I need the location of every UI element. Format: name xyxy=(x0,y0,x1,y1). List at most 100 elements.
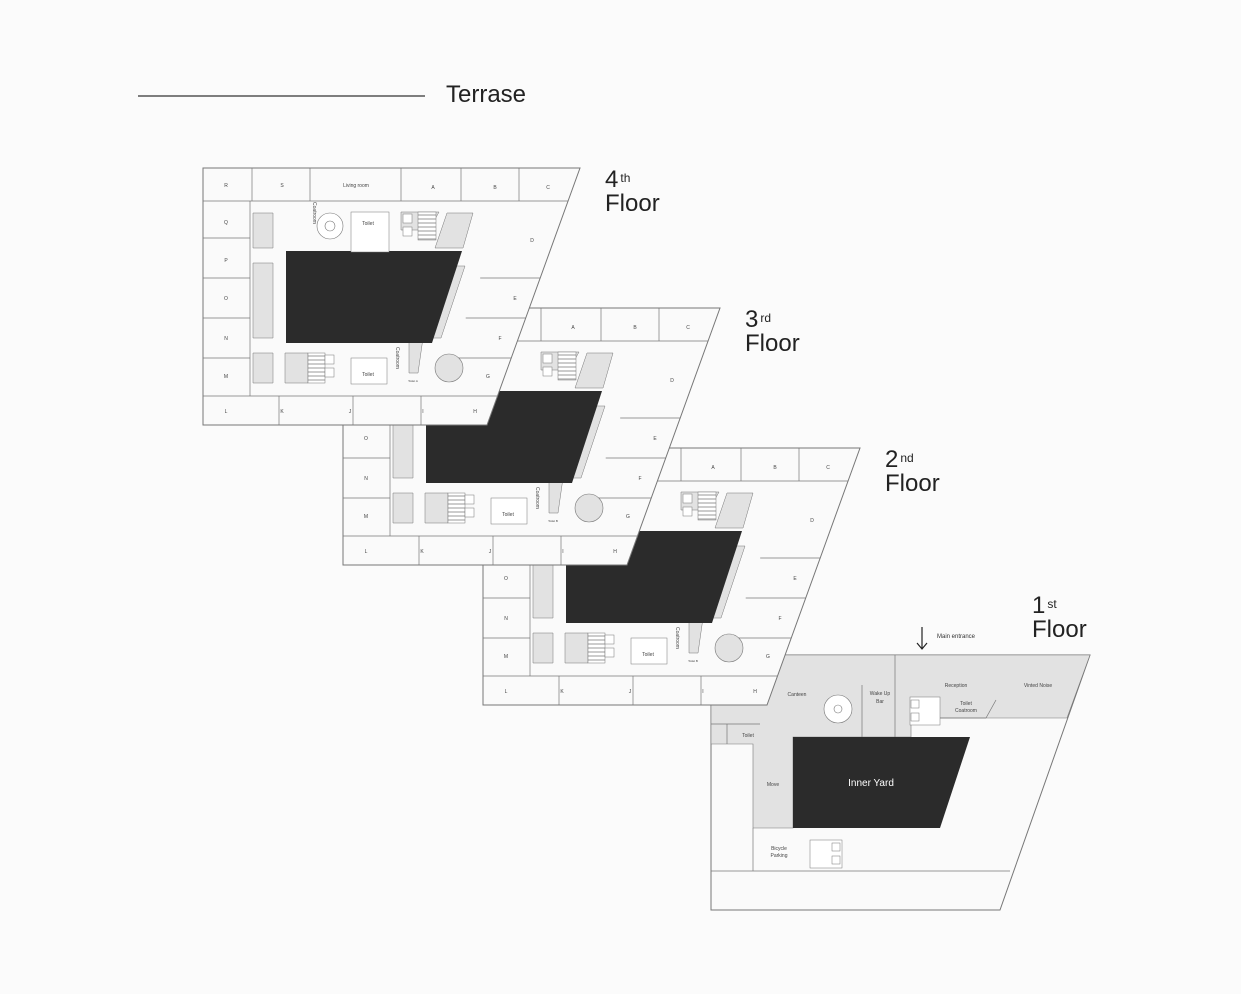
room-label-a: A xyxy=(431,185,435,191)
furniture-block xyxy=(252,352,274,384)
furniture-block xyxy=(714,492,754,529)
vinted-noise-label: Vinted Noise xyxy=(1024,683,1052,689)
room-label-f: F xyxy=(498,336,501,342)
room-label-e: E xyxy=(793,576,797,582)
room-label-i: I xyxy=(702,689,703,695)
elevator-icon xyxy=(831,842,841,852)
room-label-b: B xyxy=(633,325,637,331)
stairs xyxy=(697,491,717,521)
room-label-m: M xyxy=(224,374,228,380)
elevator-icon xyxy=(831,855,841,865)
elevator-icon xyxy=(682,493,693,504)
stairs xyxy=(557,351,577,381)
room-label-b: B xyxy=(773,465,777,471)
round-table xyxy=(434,353,464,383)
elevator-icon xyxy=(910,699,920,709)
bicycle-parking-label: Bicycle xyxy=(771,846,787,852)
wall xyxy=(985,699,997,719)
room-label-f: F xyxy=(778,616,781,622)
spiral-core xyxy=(324,220,336,232)
room-label-e: E xyxy=(653,436,657,442)
room-label-j: J xyxy=(349,409,352,415)
toilet-room xyxy=(630,637,668,665)
elevator-icon xyxy=(604,634,615,645)
room-label-k: K xyxy=(420,549,424,555)
room-label-d: D xyxy=(670,378,674,384)
room-label-q: Q xyxy=(224,220,228,226)
toilet-label: Toilet xyxy=(502,512,514,518)
canteen-label: Canteen xyxy=(788,692,807,698)
toilet-coatroom-label: Coatroom xyxy=(955,708,977,714)
toilet-coatroom-label: Toilet xyxy=(960,701,972,707)
elevator-icon xyxy=(324,354,335,365)
toilet-label: Toilet xyxy=(362,372,374,378)
room-label-living-room: Living room xyxy=(343,183,369,189)
room-label-o: O xyxy=(504,576,508,582)
room-label-p: P xyxy=(224,258,228,264)
elevator-icon xyxy=(464,494,475,505)
furniture-block xyxy=(574,352,614,389)
room-label-l: L xyxy=(365,549,368,555)
room-label-m: M xyxy=(504,654,508,660)
round-table xyxy=(574,493,604,523)
room-label-a: A xyxy=(571,325,575,331)
room-label-a: A xyxy=(711,465,715,471)
room-label-f: F xyxy=(638,476,641,482)
room-label-i: I xyxy=(562,549,563,555)
elevator-icon xyxy=(324,367,335,378)
room-label-j: J xyxy=(489,549,492,555)
room-label-h: H xyxy=(613,549,617,555)
toilet-label: Toilet xyxy=(742,733,754,739)
elevator-icon xyxy=(402,226,413,237)
inner-yard-label: Inner Yard xyxy=(848,778,894,789)
furniture-block xyxy=(392,492,414,524)
room-label-o: O xyxy=(364,436,368,442)
room-label-n: N xyxy=(364,476,368,482)
room-label-h: H xyxy=(473,409,477,415)
elevator-icon xyxy=(542,353,553,364)
stairs xyxy=(417,211,437,241)
toilet-room xyxy=(350,211,390,253)
room-label-l: L xyxy=(225,409,228,415)
room-label-h: H xyxy=(753,689,757,695)
terrace-label: Terrase xyxy=(446,81,526,108)
toilet-room xyxy=(490,497,528,525)
room-label-k: K xyxy=(560,689,564,695)
furniture-block xyxy=(424,492,449,524)
wake-up-bar-label: Bar xyxy=(876,699,884,705)
room-label-n: N xyxy=(504,616,508,622)
room-label-s: S xyxy=(280,183,284,189)
elevator-icon xyxy=(542,366,553,377)
move-label: Move xyxy=(767,782,779,788)
room-label-d: D xyxy=(810,518,814,524)
elevator-icon xyxy=(604,647,615,658)
furniture-block xyxy=(284,352,309,384)
room-label-e: E xyxy=(513,296,517,302)
toilet-a-label: Toilet B xyxy=(548,519,558,523)
spiral-staircase-icon xyxy=(316,212,344,240)
toilet-a-label: Toilet B xyxy=(688,659,698,663)
toilet-a-label: Toilet A xyxy=(408,379,418,383)
room-label-m: M xyxy=(364,514,368,520)
room-label-k: K xyxy=(280,409,284,415)
room-label-j: J xyxy=(629,689,632,695)
room-label-c: C xyxy=(826,465,830,471)
room-label-g: G xyxy=(626,514,630,520)
coatroom-label: Coatroom xyxy=(394,347,400,369)
toilet-room xyxy=(350,357,388,385)
furniture-block xyxy=(434,212,474,249)
main-entrance-label: Main entrance xyxy=(937,634,976,640)
room-label-i: I xyxy=(422,409,423,415)
furniture-block xyxy=(564,632,589,664)
furniture-block xyxy=(252,262,274,339)
furniture-block xyxy=(532,632,554,664)
bicycle-parking-label: Parking xyxy=(771,853,788,859)
room-label-c: C xyxy=(546,185,550,191)
elevator-icon xyxy=(402,213,413,224)
inner-yard xyxy=(286,251,462,343)
coatroom-label: Coatroom xyxy=(674,627,680,649)
